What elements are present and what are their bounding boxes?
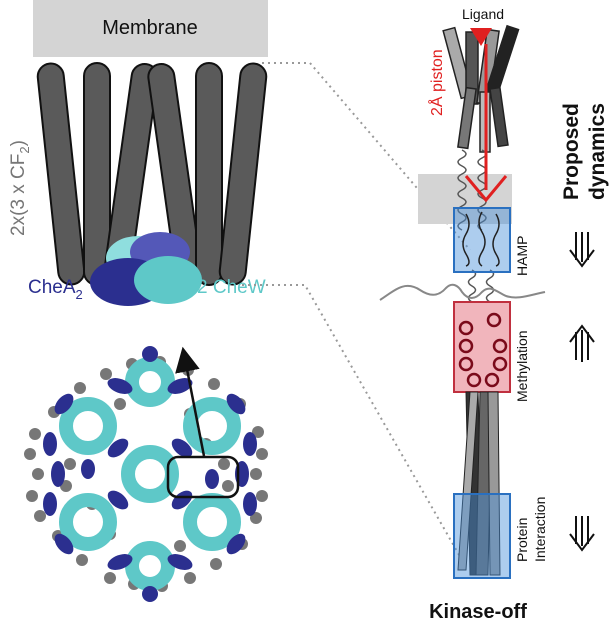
- chew-blob: [134, 256, 202, 304]
- triple-arrow-down-icon: [569, 232, 595, 268]
- piston-arrow-head: [464, 175, 508, 203]
- methylation-box: [453, 301, 511, 393]
- connector-bottom: [242, 284, 463, 561]
- hexagonal-lattice: [24, 346, 268, 602]
- kinase-off-label: Kinase-off: [429, 601, 527, 623]
- hamp-box: [453, 207, 511, 273]
- hamp-helices: [462, 211, 500, 267]
- hamp-label: HAMP: [514, 236, 530, 276]
- cytoplasmic-helices: [457, 391, 501, 576]
- chew-label: 2 CheW: [197, 277, 266, 298]
- triple-arrow-up-icon: [569, 324, 595, 362]
- helix-coils: [457, 149, 495, 303]
- lattice-highlight-box: [166, 455, 240, 499]
- membrane-bar: [33, 0, 268, 57]
- ligand-marker: [470, 28, 492, 46]
- wavy-linker-line: [379, 283, 546, 301]
- protein-interaction-label: Protein Interaction: [514, 497, 548, 562]
- receptor-trimer-right: [147, 62, 268, 286]
- stoichiometry-label: 2x(3 x CF2): [8, 140, 32, 236]
- methylation-sites: [458, 312, 508, 388]
- chea-label: CheA2: [28, 277, 83, 302]
- membrane-label: Membrane: [102, 17, 198, 39]
- proposed-dynamics-label: Proposed dynamics: [560, 97, 609, 200]
- connector-top: [262, 62, 471, 251]
- lattice-orientation-arrow: [175, 346, 206, 457]
- triple-arrow-down-icon: [569, 516, 595, 552]
- receptor-trimer-left: [36, 62, 159, 286]
- ligand-label: Ligand: [462, 6, 504, 22]
- piston-label: 2Å piston: [427, 49, 446, 116]
- protein-interaction-box: [453, 493, 511, 579]
- methylation-label: Methylation: [514, 330, 530, 402]
